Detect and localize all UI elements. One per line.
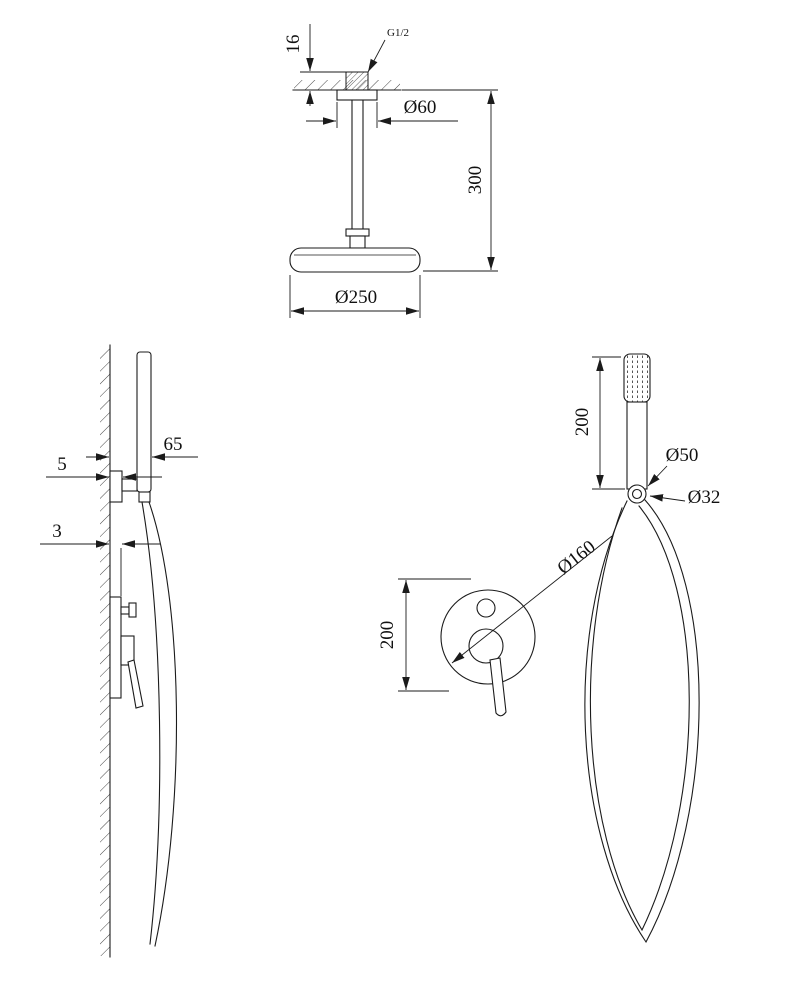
- dim-hose-diameter: Ø32: [649, 487, 721, 508]
- dim-handshower-length-label: 200: [572, 408, 593, 437]
- hose-loop-inner: [589, 505, 690, 932]
- hose-loop-outer: [584, 499, 700, 944]
- valve-trim-side: [109, 596, 122, 699]
- diverter-button: [476, 598, 496, 618]
- dim-arm-drop-label: 300: [465, 166, 486, 195]
- dim-valve-height-label: 200: [377, 621, 398, 650]
- dim-hose-diameter-label: Ø32: [688, 487, 721, 508]
- hose-side-outer: [148, 501, 178, 947]
- dim-holder-offset-label: 65: [164, 434, 183, 455]
- thread-connector: [345, 71, 369, 91]
- dim-handshower-length: 200: [572, 356, 625, 490]
- hand-shower-head: [623, 353, 651, 403]
- cartridge-hub: [468, 628, 504, 664]
- dim-holder-plate: 5: [46, 454, 162, 481]
- hand-shower-front-view: [584, 353, 700, 944]
- hose-connector-side: [138, 491, 151, 503]
- diverter-stem-side: [120, 606, 130, 615]
- holder-arm: [121, 478, 138, 492]
- dim-ceiling-offset: 16: [283, 24, 346, 106]
- dim-arm-diameter-label: Ø60: [404, 97, 437, 118]
- lever-blade-side: [127, 659, 144, 709]
- hand-shower-side: [136, 351, 152, 493]
- dim-holder-diameter: Ø50: [647, 445, 699, 487]
- wall-side-view: [100, 344, 178, 958]
- head-connector: [349, 235, 366, 249]
- dim-thread: G1/2: [367, 27, 409, 73]
- valve-lever: [489, 657, 507, 717]
- dim-holder-diameter-label: Ø50: [666, 445, 699, 466]
- dim-trim-gap-label: 3: [52, 521, 62, 542]
- dim-valve-diameter-label: Ø160: [554, 536, 600, 579]
- dim-arm-drop: 300: [402, 89, 498, 272]
- dim-thread-label: G1/2: [387, 27, 409, 39]
- rain-shower-head: [289, 247, 421, 273]
- holder-ring-inner: [631, 488, 643, 500]
- holder-wall-plate: [109, 470, 123, 503]
- dim-holder-plate-label: 5: [57, 454, 67, 475]
- dim-holder-offset: 65: [86, 434, 198, 461]
- hand-shower-handle: [626, 401, 648, 490]
- hose-side-inner: [141, 501, 161, 945]
- dim-trim-gap: 3: [40, 521, 160, 596]
- dim-head-diameter-label: Ø250: [335, 287, 377, 308]
- dim-head-diameter: Ø250: [289, 275, 421, 318]
- diverter-knob-side: [128, 602, 137, 618]
- dim-ceiling-offset-label: 16: [283, 35, 304, 54]
- ceiling-shower-view: [289, 71, 421, 273]
- dim-arm-diameter: Ø60: [306, 97, 458, 128]
- ceiling-flange: [336, 89, 378, 101]
- lever-hub-side: [120, 635, 135, 666]
- wall-hatch: [100, 346, 110, 956]
- arm-nut: [345, 228, 370, 237]
- dim-valve-height: 200: [377, 578, 471, 692]
